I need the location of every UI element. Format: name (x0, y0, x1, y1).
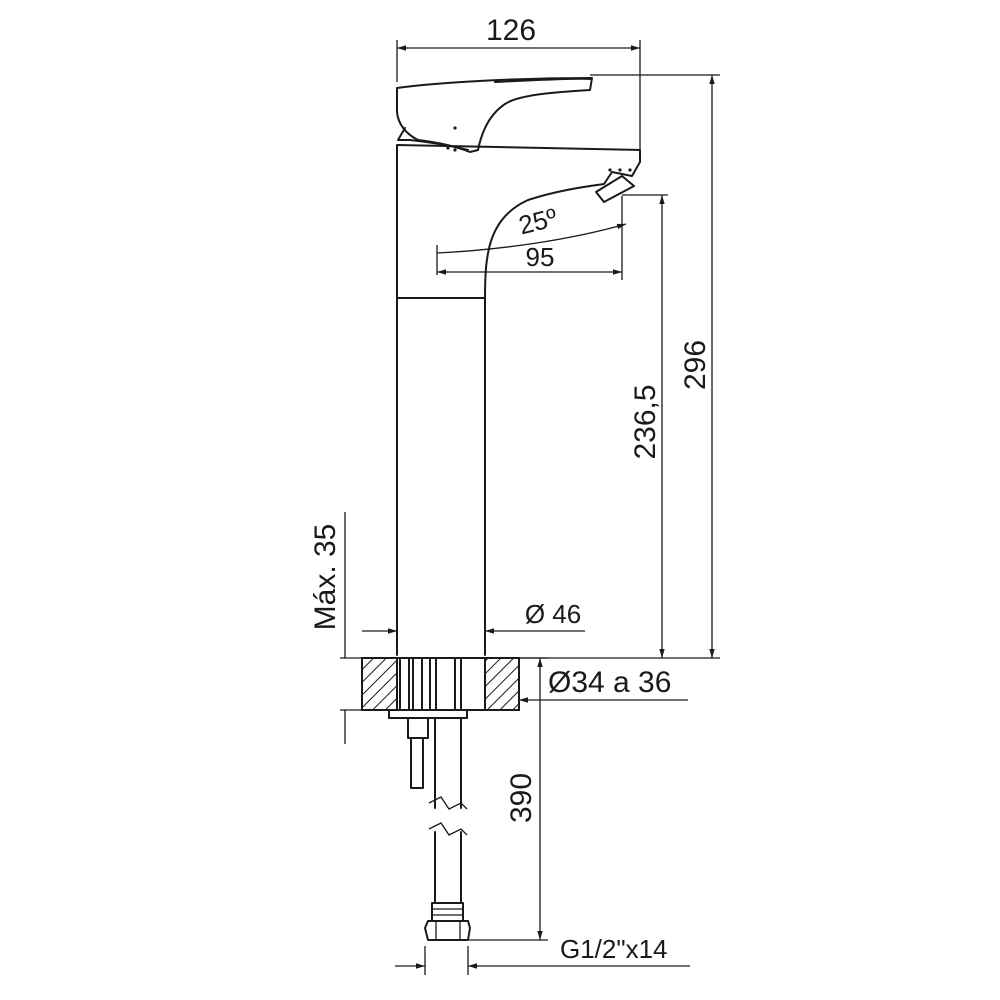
aerator-dot (628, 168, 632, 172)
label-hose-length: 390 (505, 773, 538, 823)
label-spout-reach: 95 (526, 242, 555, 272)
lever-handle (396, 77, 593, 153)
hoses (407, 717, 471, 941)
aerator-dot (608, 168, 612, 172)
label-overall-width: 126 (486, 14, 536, 47)
label-spout-height: 236,5 (629, 384, 662, 459)
spout-outline (396, 144, 641, 656)
aerator (595, 175, 635, 203)
dimension-lines (340, 40, 720, 975)
label-hose-thread: G1/2"x14 (560, 934, 668, 964)
label-spout-angle: 25º (516, 202, 561, 241)
label-total-height: 296 (679, 340, 712, 390)
deck-section (361, 657, 520, 719)
label-max-deck: Máx. 35 (309, 524, 342, 631)
faucet-body (396, 144, 641, 656)
dimension-labels: 126 25º 95 236,5 296 Máx. 35 Ø 46 Ø34 a … (309, 14, 712, 964)
aerator-dot (618, 168, 622, 172)
label-hole-diameter: Ø34 a 36 (548, 666, 671, 699)
label-body-diameter: Ø 46 (525, 599, 581, 629)
